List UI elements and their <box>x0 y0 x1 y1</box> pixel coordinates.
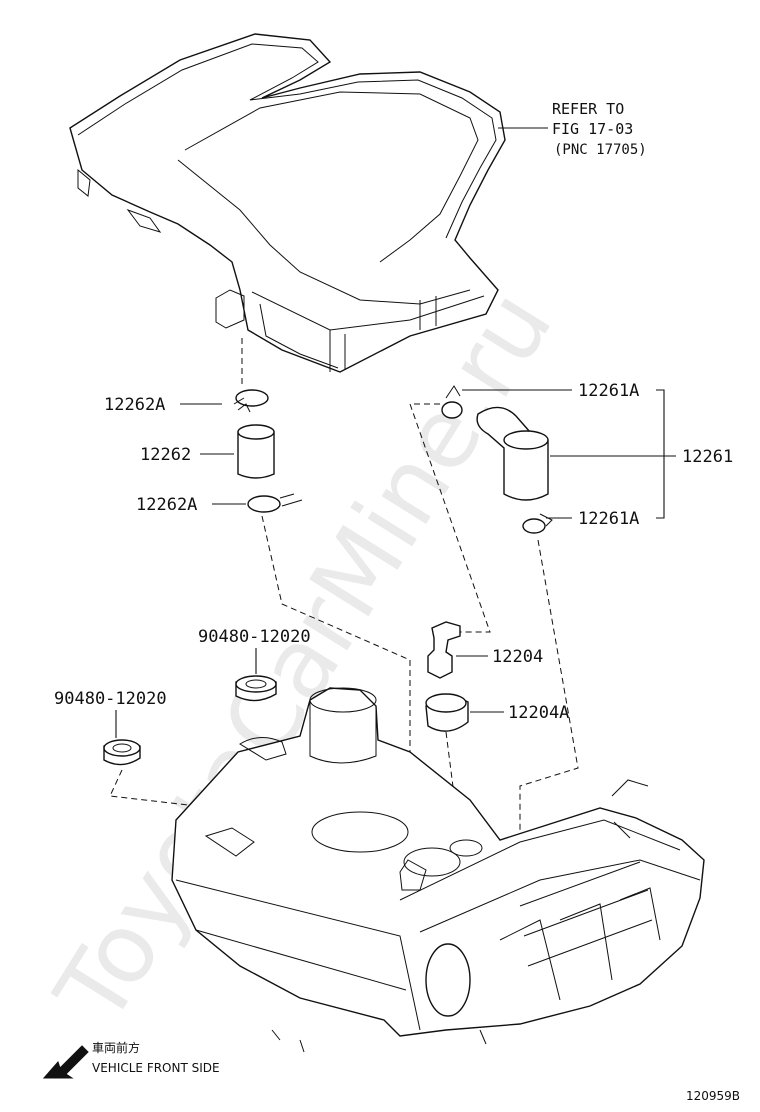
refer-line3: (PNC 17705) <box>554 142 647 158</box>
clamp-12262A-bottom <box>247 493 303 513</box>
dash-left-hose-to-cover <box>261 515 411 800</box>
gasket-90480-left <box>103 739 141 766</box>
hose-12262 <box>237 424 275 479</box>
grommet-12204A <box>425 693 469 732</box>
front-label-jp: 車両前方 <box>92 1040 140 1055</box>
label-12262: 12262 <box>140 445 191 465</box>
front-label-en: VEHICLE FRONT SIDE <box>92 1061 220 1075</box>
label-12261A-bottom: 12261A <box>578 509 639 529</box>
label-12262A-bottom: 12262A <box>136 495 197 515</box>
refer-line1: REFER TO <box>552 100 624 118</box>
refer-line2: FIG 17-03 <box>552 120 633 138</box>
label-12261: 12261 <box>682 447 733 467</box>
label-12262A-top: 12262A <box>104 395 165 415</box>
label-90480-left: 90480-12020 <box>54 689 167 709</box>
clamp-12262A-top <box>233 389 269 413</box>
label-12204A: 12204A <box>508 703 569 723</box>
label-90480-upper: 90480-12020 <box>198 627 311 647</box>
clamp-12261A-top <box>441 385 463 419</box>
dash-right-hose-to-cover <box>519 539 579 840</box>
cylinder-head-cover-assembly <box>171 687 705 1053</box>
vehicle-front-arrow-icon <box>42 1045 89 1079</box>
dash-right-hose-to-pcv <box>409 403 491 633</box>
figure-id: 120959B <box>686 1089 740 1103</box>
pcv-valve-12204 <box>427 621 461 679</box>
air-cleaner-cap <box>69 33 506 373</box>
bracket-12261 <box>656 389 665 519</box>
clamp-12261A-bottom <box>522 513 553 534</box>
gasket-90480-upper <box>235 675 277 702</box>
label-12261A-top: 12261A <box>578 381 639 401</box>
label-12204: 12204 <box>492 647 543 667</box>
hose-12261 <box>476 406 549 501</box>
